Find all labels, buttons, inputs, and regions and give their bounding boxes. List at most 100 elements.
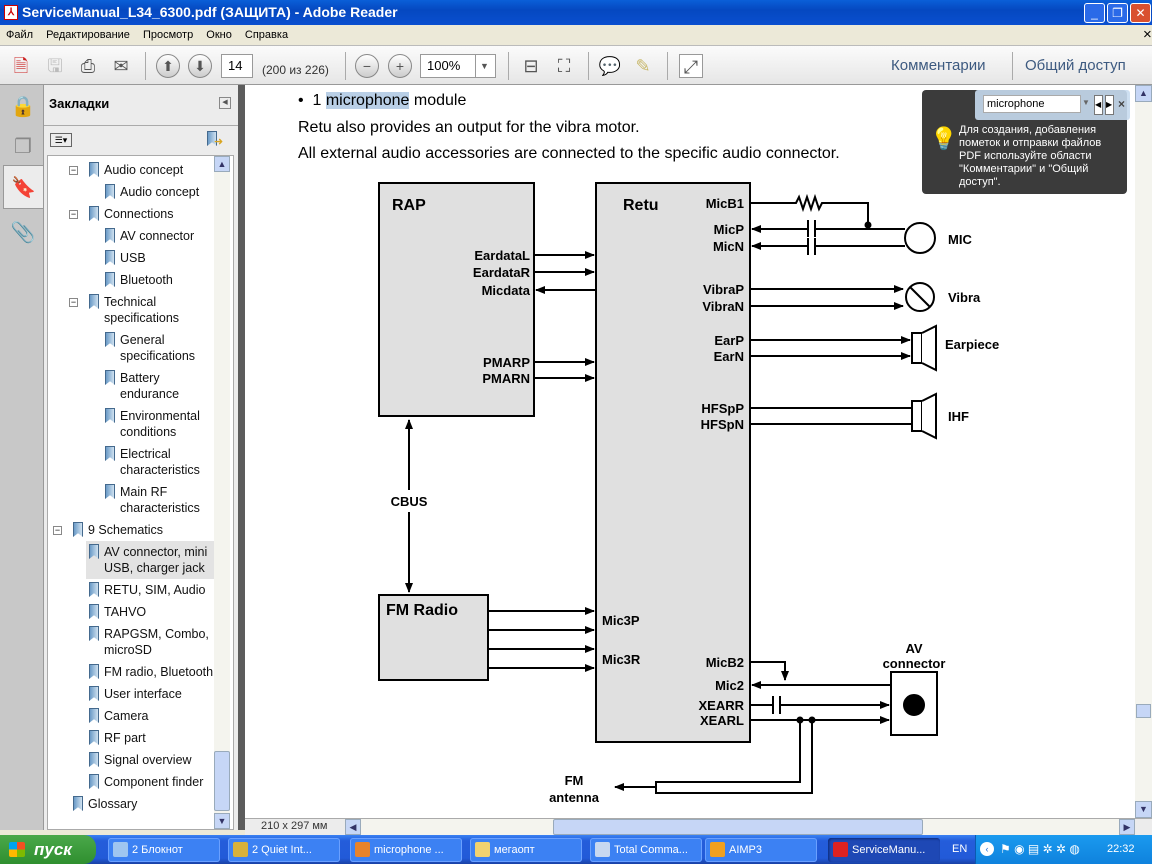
bookmark-item[interactable]: Environmental conditions bbox=[102, 405, 216, 443]
previous-page-icon[interactable]: ⬆ bbox=[156, 54, 180, 78]
next-page-icon[interactable]: ⬇ bbox=[188, 54, 212, 78]
taskbar-button[interactable]: мегаопт bbox=[470, 838, 582, 862]
maximize-button[interactable]: ❐ bbox=[1107, 3, 1128, 23]
taskbar-button[interactable]: 2 Quiet Int... bbox=[228, 838, 340, 862]
bookmark-item[interactable]: TAHVO bbox=[86, 601, 216, 623]
fit-width-icon[interactable]: ⊟ bbox=[523, 56, 539, 76]
earpiece-speaker-symbol bbox=[911, 332, 923, 364]
document-view: • 1 microphone module Retu also provides… bbox=[245, 85, 1135, 818]
find-close-icon[interactable]: × bbox=[1118, 97, 1126, 111]
taskbar-button[interactable]: AIMP3 bbox=[705, 838, 817, 862]
comment-icon[interactable]: 💬 bbox=[598, 56, 622, 76]
bookmark-options-icon[interactable]: ☰▾ bbox=[50, 133, 72, 147]
bookmark-label: Audio concept bbox=[120, 185, 200, 199]
highlight-text-icon[interactable]: ✎ bbox=[635, 56, 651, 76]
close-button[interactable]: ✕ bbox=[1130, 3, 1151, 23]
expand-bookmark-icon[interactable]: ➜ bbox=[207, 131, 223, 149]
bookmarks-scroll-thumb[interactable] bbox=[214, 751, 230, 811]
bookmark-icon bbox=[89, 206, 99, 221]
pin-label: PMARP bbox=[483, 355, 530, 370]
bookmark-item[interactable]: Glossary bbox=[70, 793, 216, 815]
create-pdf-icon[interactable]: 🗎 bbox=[13, 56, 29, 76]
taskbar-button[interactable]: Total Comma... bbox=[590, 838, 702, 862]
find-previous-icon[interactable]: ◀ bbox=[1094, 95, 1103, 115]
scroll-down-arrow-icon[interactable]: ▼ bbox=[1135, 801, 1152, 818]
taskbar-button[interactable]: microphone ... bbox=[350, 838, 462, 862]
start-button[interactable]: пуск bbox=[0, 835, 96, 864]
scroll-up-arrow-icon[interactable]: ▲ bbox=[1135, 85, 1152, 102]
scroll-down-arrow-icon[interactable]: ▼ bbox=[214, 813, 230, 829]
collapse-toggle-icon[interactable]: − bbox=[69, 165, 78, 175]
bookmark-item[interactable]: Signal overview bbox=[86, 749, 216, 771]
zoom-dropdown-chevron-icon[interactable]: ▼ bbox=[475, 54, 496, 78]
bookmark-item[interactable]: User interface bbox=[86, 683, 216, 705]
document-scroll-thumb[interactable] bbox=[1136, 704, 1151, 718]
security-lock-icon[interactable]: 🔒 bbox=[10, 96, 36, 118]
bookmark-item[interactable]: FM radio, Bluetooth bbox=[86, 661, 216, 683]
bookmarks-icon[interactable]: 🔖 bbox=[3, 165, 43, 209]
full-screen-icon[interactable]: ⤢ bbox=[679, 54, 703, 78]
scroll-left-arrow-icon[interactable]: ◀ bbox=[345, 819, 361, 835]
collapse-toggle-icon[interactable]: − bbox=[53, 525, 62, 535]
tray-icons[interactable]: ⚑ ◉ ▤ ✲ ✲ ◍ bbox=[1000, 842, 1080, 856]
comments-pane-button[interactable]: Комментарии bbox=[891, 57, 986, 74]
bookmark-item[interactable]: Audio concept bbox=[86, 159, 216, 181]
fit-page-icon[interactable]: ⛶ bbox=[557, 56, 571, 76]
menu-file[interactable]: Файл bbox=[6, 29, 34, 41]
bookmark-item[interactable]: RETU, SIM, Audio bbox=[86, 579, 216, 601]
scroll-right-arrow-icon[interactable]: ▶ bbox=[1119, 819, 1135, 835]
collapse-toggle-icon[interactable]: − bbox=[69, 209, 78, 219]
scroll-up-arrow-icon[interactable]: ▲ bbox=[214, 156, 230, 172]
bookmark-item[interactable]: RF part bbox=[86, 727, 216, 749]
menu-edit[interactable]: Редактирование bbox=[46, 29, 130, 41]
share-pane-button[interactable]: Общий доступ bbox=[1025, 57, 1126, 74]
bookmark-item[interactable]: USB bbox=[102, 247, 216, 269]
bookmark-item[interactable]: Bluetooth bbox=[102, 269, 216, 291]
page-number-input[interactable]: 14 bbox=[221, 54, 253, 78]
bookmark-item[interactable]: Component finder bbox=[86, 771, 216, 793]
bookmark-item[interactable]: Audio concept bbox=[102, 181, 216, 203]
bookmark-item[interactable]: Main RF characteristics bbox=[102, 481, 216, 519]
find-next-icon[interactable]: ▶ bbox=[1105, 95, 1114, 115]
bookmark-item[interactable]: Electrical characteristics bbox=[102, 443, 216, 481]
bookmark-item[interactable]: Battery endurance bbox=[102, 367, 216, 405]
horizontal-scroll-thumb[interactable] bbox=[553, 819, 923, 835]
show-hidden-icons-icon[interactable]: ‹ bbox=[980, 842, 994, 856]
document-close-button[interactable]: × bbox=[1143, 26, 1152, 43]
bookmark-item[interactable]: Technical specifications bbox=[86, 291, 216, 329]
taskbar-button[interactable]: 2 Блокнот bbox=[108, 838, 220, 862]
bookmark-item[interactable]: Connections bbox=[86, 203, 216, 225]
attachments-paperclip-icon[interactable]: 📎 bbox=[10, 222, 36, 244]
pages-icon[interactable]: ❐ bbox=[14, 136, 32, 158]
collapse-toggle-icon[interactable]: − bbox=[69, 297, 78, 307]
menu-help[interactable]: Справка bbox=[244, 29, 289, 41]
horizontal-scrollbar[interactable]: ◀ ▶ bbox=[345, 819, 1135, 835]
bookmark-item[interactable]: General specifications bbox=[102, 329, 216, 367]
find-input[interactable]: microphone bbox=[983, 95, 1081, 113]
zoom-in-icon[interactable]: + bbox=[388, 54, 412, 78]
email-icon[interactable]: ✉ bbox=[113, 56, 129, 76]
bookmark-item[interactable]: AV connector, mini USB, charger jack bbox=[86, 541, 216, 579]
minimize-button[interactable]: _ bbox=[1084, 3, 1105, 23]
collapse-panel-icon[interactable]: ◀ bbox=[219, 97, 231, 109]
find-options-chevron-icon[interactable]: ▼ bbox=[1082, 98, 1090, 107]
lightbulb-icon: 💡 bbox=[930, 126, 958, 151]
bookmark-item[interactable]: RAPGSM, Combo, microSD bbox=[86, 623, 216, 661]
menu-view[interactable]: Просмотр bbox=[142, 29, 194, 41]
save-icon[interactable]: 🖫 bbox=[47, 56, 63, 76]
language-indicator[interactable]: EN bbox=[952, 843, 968, 855]
menu-window[interactable]: Окно bbox=[206, 29, 232, 41]
print-icon[interactable]: ⎙ bbox=[80, 56, 96, 76]
app-icon bbox=[113, 842, 128, 857]
document-vertical-scrollbar[interactable]: ▲ ▼ bbox=[1135, 85, 1152, 818]
bookmark-label: 9 Schematics bbox=[88, 523, 164, 537]
bookmarks-scrollbar[interactable]: ▲ ▼ bbox=[214, 156, 230, 829]
pane-splitter[interactable] bbox=[238, 85, 245, 830]
taskbar-button[interactable]: ServiceManu... bbox=[828, 838, 940, 862]
bookmark-item[interactable]: AV connector bbox=[102, 225, 216, 247]
bookmark-item[interactable]: 9 Schematics bbox=[70, 519, 216, 541]
zoom-level-field[interactable]: 100% bbox=[420, 54, 476, 78]
bookmark-item[interactable]: Camera bbox=[86, 705, 216, 727]
zoom-out-icon[interactable]: − bbox=[355, 54, 379, 78]
